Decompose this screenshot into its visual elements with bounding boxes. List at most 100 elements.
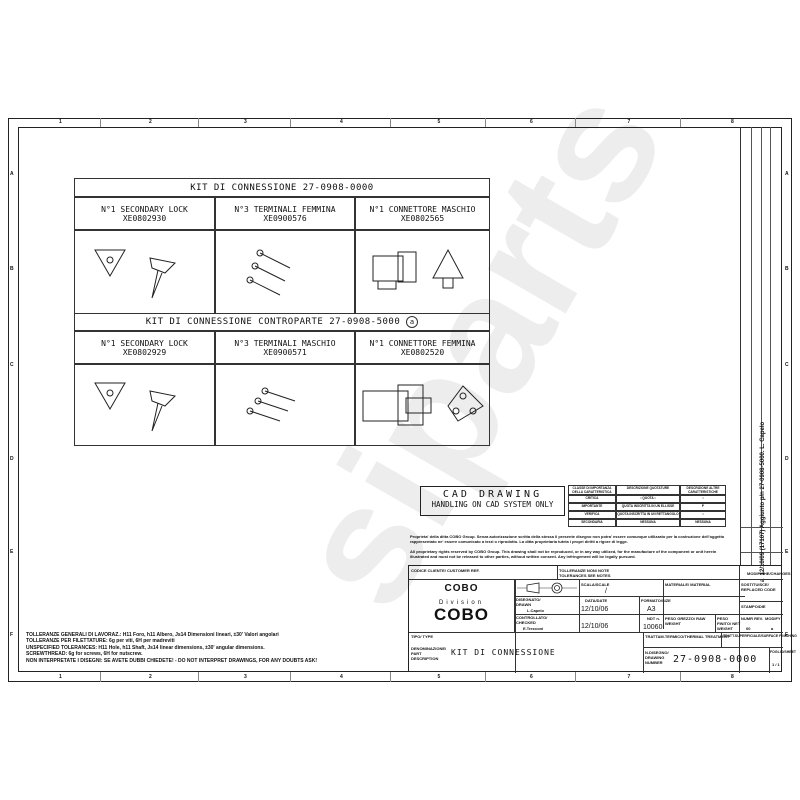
revision-entry: a 12/10/09 (17107) Aggiunto p/n 27-0908-… (760, 202, 766, 582)
row-label: B (10, 266, 14, 272)
ruler-tick (198, 118, 199, 127)
surface-finishing-label: TRATT.SUPERFICIALE/SURFACE FINISHING (723, 634, 797, 638)
row-label: C (10, 362, 14, 368)
row-label: E (785, 548, 789, 555)
property-note-en: All proprietary rights reserved by COBO … (410, 549, 717, 559)
kit-item-drawing (355, 364, 490, 446)
scale-value: / (605, 588, 607, 595)
size-value: A3 (647, 606, 656, 613)
drawn-label: DISEGNATO/ DRAWN (516, 597, 541, 607)
column-label: 6 (530, 674, 533, 680)
rev-value: 00 (746, 626, 751, 631)
replaced-code-label: SOSTITUISCE/ REPLACED CODE (741, 582, 776, 592)
classification-cell: • (680, 495, 726, 503)
classification-cell: IMPORTANTE (568, 503, 616, 511)
row-label: F (785, 632, 789, 638)
logo-division: Division (438, 600, 484, 606)
heat-treatment-label: TRATTAM.TERMICO/THERMAL TREATMENT (645, 634, 730, 639)
row-label: C (785, 362, 789, 368)
cobo-logo: COBO Division COBO (409, 579, 515, 632)
kit2-title: KIT DI CONNESSIONE CONTROPARTE 27-0908-5… (74, 313, 490, 331)
classification-cell: NESSUNA (616, 519, 680, 527)
tolerance-line: NON INTERPRETATE I DISEGNI: SE AVETE DUB… (26, 657, 318, 664)
part-name: N°3 TERMINALI FEMMINA (234, 204, 336, 214)
ruler-tick (390, 672, 391, 682)
row-label: E (10, 548, 14, 555)
classification-header: DESCRIZIONE QUOTATURE (616, 485, 680, 495)
classification-cell: QUOTA INSCRITTA IN UN ELLISSE (616, 503, 680, 511)
net-weight-label: PESO FINITO/ NET WEIGHT (717, 616, 741, 631)
drawn-by: L.Capelo (527, 608, 544, 613)
part-code: XE0802930 (122, 213, 167, 223)
male-terminal-icon (220, 371, 350, 440)
ruler-tick (680, 118, 681, 127)
revision-column: a 12/10/09 (17107) Aggiunto p/n 27-0908-… (740, 127, 783, 582)
drawing-number: 27-0908-0000 (673, 654, 758, 665)
classification-cell: P (680, 503, 726, 511)
ruler-tick (485, 672, 486, 682)
secondary-lock-icon (80, 371, 210, 440)
ruler-tick (100, 118, 101, 127)
sheet-value: 1 / 1 (772, 662, 780, 667)
rev-label: NUMR REV. (741, 616, 764, 621)
classification-cell: SECONDARIA (568, 519, 616, 527)
classification-header: CLASSE DI IMPORTANZA DELLA CARATTERISTIC… (568, 485, 616, 495)
description-label: DENOMINAZIONE/ PART DESCRIPTION (411, 646, 447, 661)
kit2-title-text: KIT DI CONNESSIONE CONTROPARTE 27-0908-5… (145, 317, 401, 327)
ruler-tick (100, 672, 101, 682)
classification-cell: CRITICA (568, 495, 616, 503)
scale-label: SCALA/SCALE (581, 582, 610, 587)
row-label: D (785, 455, 789, 462)
row-label: B (785, 266, 789, 272)
logo-cobo-large: COBO (434, 605, 489, 624)
column-label: 1 (59, 674, 62, 680)
column-label: 4 (340, 674, 343, 680)
kit-item-drawing (215, 230, 355, 314)
kit-item-drawing (74, 364, 215, 446)
part-code: XE0802520 (400, 347, 445, 357)
part-code: XE0900571 (263, 347, 307, 357)
material-label: MATERIALE/ MATERIAL (665, 582, 711, 587)
column-label: 5 (437, 674, 441, 680)
ruler-tick (390, 118, 391, 127)
row-label: F (10, 632, 14, 638)
title-block: CODICE CLIENTE/ CUSTOMER REF. TOLLERANZE… (408, 565, 797, 673)
kit1-title: KIT DI CONNESSIONE 27-0908-0000 (74, 178, 490, 197)
dwg-no: 10060 (643, 624, 663, 631)
modify-label: MODIFY (765, 616, 781, 621)
kit-item-drawing (215, 364, 355, 446)
classification-cell: • (680, 511, 726, 519)
classification-table: CLASSE DI IMPORTANZA DELLA CARATTERISTIC… (568, 485, 726, 527)
tolerance-line: UNSPECIFIED TOLERANCES: H11 Hole, h11 Sh… (26, 644, 265, 651)
type-label: TIPO/ TYPE (411, 634, 434, 639)
cad-drawing-subtitle: HANDLING ON CAD SYSTEM ONLY (431, 500, 554, 509)
ruler-tick (290, 672, 291, 682)
drawn-date: 12/10/06 (581, 606, 609, 613)
tolerances-notes: TOLLERANZE GENERALI DI LAVORAZ.: H11 For… (26, 632, 317, 664)
column-label: 1 (59, 119, 62, 125)
column-label: 7 (627, 674, 631, 680)
size-label: FORMATO/SIZE (641, 598, 671, 603)
secondary-lock-icon (80, 238, 210, 307)
kit-item-drawing (355, 230, 490, 314)
checked-by: E.Trecconi (523, 626, 544, 631)
kit-item-drawing (74, 230, 215, 314)
ruler-tick (290, 118, 291, 127)
female-terminal-icon (220, 238, 350, 307)
classification-cell: • QUOTA • (616, 495, 680, 503)
part-description: KIT DI CONNESSIONE (451, 648, 556, 657)
logo-cobo-small: COBO (444, 583, 479, 594)
sheet-label: FOGLIO/SHEET (770, 650, 797, 654)
column-label: 8 (731, 119, 734, 125)
tolerance-line: SCREWTHREAD: 6g for screws, 6H for nutsc… (26, 651, 143, 658)
raw-weight-label: PESO GREZZO/ RAW WEIGHT (665, 616, 706, 626)
column-label: 4 (340, 119, 343, 125)
projection-symbol-icon (517, 581, 577, 595)
kit1-title-text: KIT DI CONNESSIONE 27-0908-0000 (190, 182, 374, 193)
ruler-tick (575, 672, 576, 682)
ruler-tick (198, 672, 199, 682)
ruler-tick (485, 118, 486, 127)
